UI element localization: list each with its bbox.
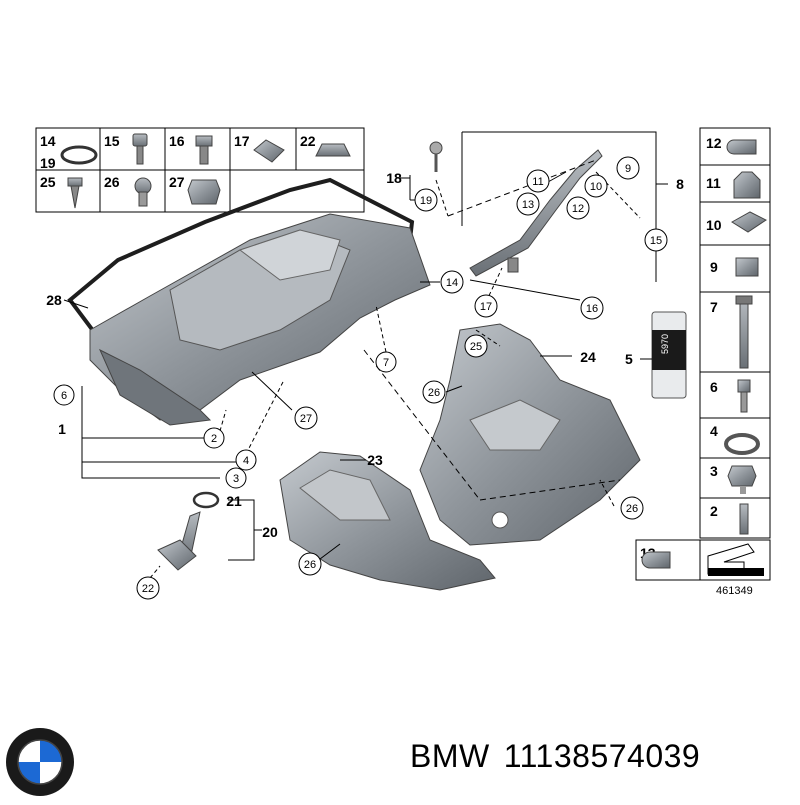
- heat-shield-upper: [419, 323, 641, 546]
- callout-label: 14: [446, 277, 458, 289]
- callout-label: 18: [386, 170, 402, 186]
- callout-label: 3: [233, 473, 239, 485]
- callout-label: 16: [586, 303, 598, 315]
- callout-label: 24: [580, 349, 596, 365]
- callout-label: 9: [625, 163, 631, 175]
- callout-label: 17: [480, 301, 492, 313]
- callout-label: 28: [46, 292, 62, 308]
- grid-label: 14: [40, 133, 56, 149]
- bmw-logo-icon: [6, 728, 74, 796]
- reference-number: 461349: [716, 585, 753, 597]
- column-label: 11: [706, 175, 721, 191]
- sealant-label: 5: [625, 351, 633, 367]
- grid-label: 16: [169, 133, 185, 149]
- right-parts-column: [635, 127, 771, 581]
- callout-label: 13: [522, 199, 534, 211]
- oil-pan: [89, 213, 431, 426]
- callout-label: 10: [590, 181, 602, 193]
- grid-label: 15: [104, 133, 120, 149]
- callout-label: 7: [383, 357, 389, 369]
- callout-label: 26: [428, 387, 440, 399]
- grid-label: 27: [169, 174, 185, 190]
- callout-label: 20: [262, 524, 278, 540]
- callout-label: 19: [420, 195, 432, 207]
- heat-shield-lower: [279, 451, 496, 591]
- column-label: 7: [710, 299, 718, 315]
- part-number: 11138574039: [503, 738, 701, 774]
- grid-label: 19: [40, 155, 56, 171]
- callout-label: 25: [470, 341, 482, 353]
- callout-label: 1: [58, 421, 66, 437]
- grid-label: 17: [234, 133, 250, 149]
- sealant-tube-icon: 5970: [651, 311, 687, 399]
- grid-label: 26: [104, 174, 120, 190]
- callout-label: 22: [142, 583, 154, 595]
- callout-label: 26: [626, 503, 638, 515]
- callouts: 28 6 1 2 4 3 27 7 14 18 19 11 13 12 10 9…: [46, 156, 684, 600]
- callout-label: 11: [532, 176, 543, 188]
- left-parts-grid: [35, 127, 365, 213]
- callout-label: 23: [367, 452, 383, 468]
- callout-label: 8: [676, 176, 684, 192]
- part-caption: BMW 11138574039: [410, 738, 714, 775]
- brand-name: BMW: [410, 738, 490, 774]
- column-label: 2: [710, 503, 718, 519]
- column-label: 6: [710, 379, 718, 395]
- callout-label: 21: [226, 493, 242, 509]
- callout-label: 12: [572, 203, 584, 215]
- callout-label: 4: [243, 455, 249, 467]
- grid-label: 22: [300, 133, 316, 149]
- tube-text: 5970: [660, 334, 670, 354]
- column-part-icons: [641, 139, 767, 576]
- callout-label: 27: [300, 413, 312, 425]
- column-label: 10: [706, 217, 722, 233]
- dipstick-tube: [429, 141, 603, 277]
- column-label: 12: [706, 135, 722, 151]
- callout-label: 6: [61, 390, 67, 402]
- callout-label: 2: [211, 433, 217, 445]
- drain-plug-assembly: [157, 491, 220, 571]
- column-label: 3: [710, 463, 718, 479]
- grid-part-icons: [60, 133, 351, 209]
- leader-lines: [63, 159, 641, 579]
- callout-label: 15: [650, 235, 662, 247]
- column-label: 9: [710, 259, 718, 275]
- callout-label: 26: [304, 559, 316, 571]
- column-label: 4: [710, 423, 718, 439]
- grid-label: 25: [40, 174, 56, 190]
